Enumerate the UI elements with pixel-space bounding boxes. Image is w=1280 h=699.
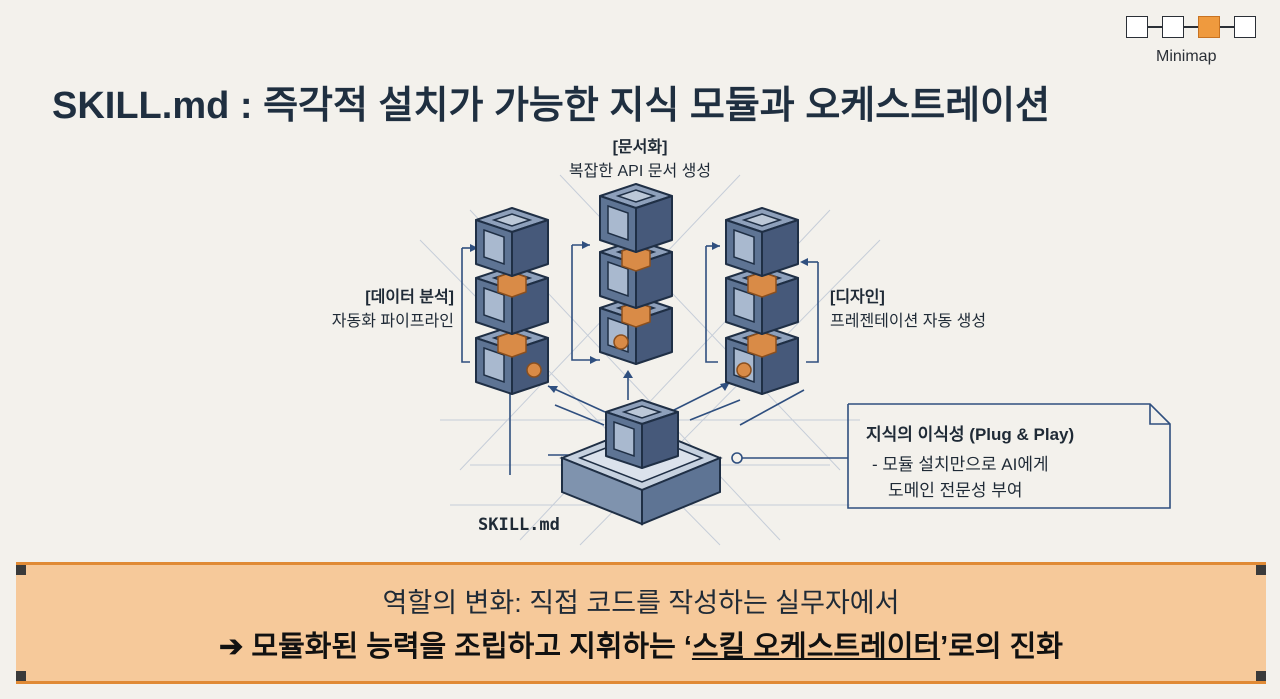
caption-left-subtitle: 자동화 파이프라인: [331, 313, 454, 330]
caption-right: [디자인] 프레젠테이션 자동 생성: [830, 283, 1030, 331]
caption-top: [문서화] 복잡한 API 문서 생성: [540, 133, 740, 181]
banner-corner: [1256, 565, 1266, 575]
caption-right-subtitle: 프레젠테이션 자동 생성: [830, 313, 987, 330]
minimap-cell-4[interactable]: [1234, 16, 1256, 38]
plug-and-play-callout: 지식의 이식성 (Plug & Play) - 모듈 설치만으로 AI에게 도메…: [848, 404, 1170, 508]
minimap-cell-1[interactable]: [1126, 16, 1148, 38]
callout-anchor-dot: [731, 452, 743, 464]
banner-corner: [1256, 671, 1266, 681]
banner-line-1: 역할의 변화: 직접 코드를 작성하는 실무자에서: [382, 588, 900, 618]
banner-line-2: ➔ 모듈화된 능력을 조립하고 지휘하는 ‘스킬 오케스트레이터’로의 진화: [16, 623, 1266, 665]
banner-corner: [16, 671, 26, 681]
arrow-right-icon: ➔: [219, 631, 244, 663]
caption-top-title: [문서화]: [612, 139, 668, 156]
minimap-link: [1148, 26, 1162, 28]
arrowheads: [470, 241, 808, 393]
callout-line-2: 도메인 전문성 부여: [888, 481, 1023, 500]
caption-top-subtitle: 복잡한 API 문서 생성: [568, 163, 712, 180]
caption-left-title: [데이터 분석]: [365, 289, 454, 306]
minimap-cell-3-active[interactable]: [1198, 16, 1220, 38]
caption-right-title: [디자인]: [830, 289, 885, 306]
skill-base-platform: [559, 399, 723, 526]
minimap-label: Minimap: [1156, 48, 1217, 65]
left-module-stack: [475, 207, 549, 395]
banner-corner: [16, 565, 26, 575]
callout-box-frame: [847, 403, 1171, 509]
minimap[interactable]: Minimap: [1124, 14, 1268, 74]
minimap-cells: [1126, 16, 1256, 38]
page-title: SKILL.md : 즉각적 설치가 가능한 지식 모듈과 오케스트레이션: [52, 85, 1051, 127]
skill-module-diagram: [419, 174, 1171, 546]
banner-line-2-suffix: ’로의 진화: [940, 631, 1063, 663]
caption-left: [데이터 분석] 자동화 파이프라인: [300, 283, 454, 331]
callout-line-1: - 모듈 설치만으로 AI에게: [872, 455, 1049, 474]
role-change-banner: 역할의 변화: 직접 코드를 작성하는 실무자에서 ➔ 모듈화된 능력을 조립하…: [16, 562, 1266, 684]
minimap-link: [1220, 26, 1234, 28]
banner-highlight: 스킬 오케스트레이터: [691, 631, 941, 663]
banner-line-2-prefix: 모듈화된 능력을 조립하고 지휘하는 ‘: [251, 631, 692, 663]
center-module-stack: [599, 183, 673, 365]
right-module-stack: [725, 207, 799, 395]
callout-title: 지식의 이식성 (Plug & Play): [866, 425, 1075, 444]
minimap-cell-2[interactable]: [1162, 16, 1184, 38]
minimap-link: [1184, 26, 1198, 28]
skill-md-label: SKILL.md: [478, 515, 560, 535]
